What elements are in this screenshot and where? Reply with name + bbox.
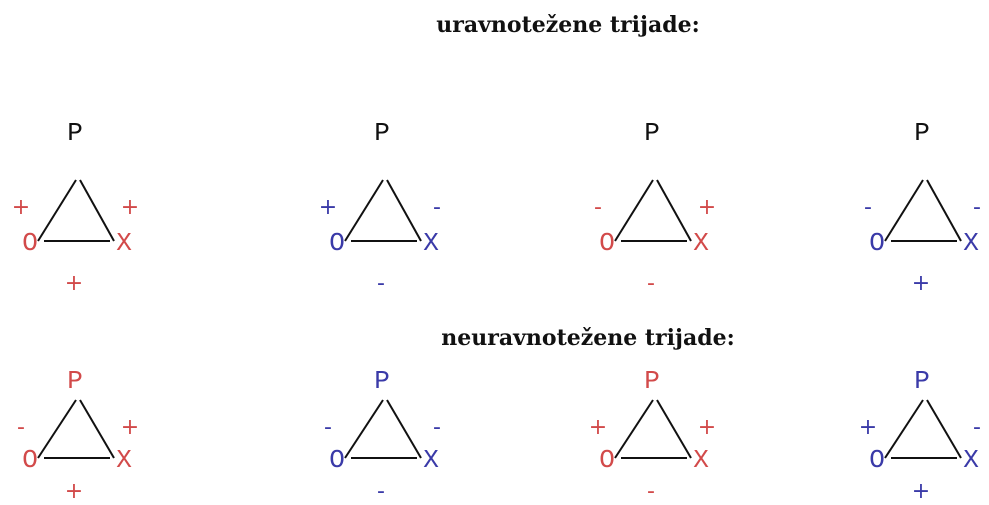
node-x: X	[116, 445, 132, 475]
node-o: O	[329, 445, 345, 475]
node-x: X	[693, 445, 709, 475]
edge-p-o	[614, 179, 654, 242]
node-o: O	[869, 228, 885, 258]
sign-p-o: +	[12, 195, 30, 220]
heading-balanced: uravnotežene trijade:	[436, 12, 699, 38]
sign-o-x: +	[912, 479, 930, 504]
edge-p-x	[79, 179, 115, 242]
node-o: O	[599, 228, 615, 258]
triad-unbalanced-1: P O X - + +	[17, 366, 139, 504]
sign-p-o: -	[864, 195, 872, 220]
sign-p-x: -	[433, 195, 441, 220]
node-x: X	[423, 445, 439, 475]
node-o: O	[22, 228, 38, 258]
node-x: X	[693, 228, 709, 258]
triads-group: P O X + + + P O X + - - P O X - + - P O X - - + P O X - + + P O X - - - P O X +…	[12, 118, 981, 504]
sign-p-o: +	[589, 415, 607, 440]
sign-p-o: +	[859, 415, 877, 440]
edge-p-o	[884, 399, 924, 459]
edge-p-o	[884, 179, 924, 242]
node-p: P	[374, 118, 390, 148]
node-p: P	[914, 366, 930, 396]
node-x: X	[963, 228, 979, 258]
node-o: O	[329, 228, 345, 258]
node-o: O	[869, 445, 885, 475]
edge-p-o	[37, 399, 77, 459]
sign-p-x: +	[698, 195, 716, 220]
edge-p-x	[656, 399, 692, 459]
sign-p-x: -	[973, 195, 981, 220]
edge-p-o	[614, 399, 654, 459]
node-p: P	[67, 118, 83, 148]
sign-p-o: -	[594, 195, 602, 220]
triad-balanced-4: P O X - - +	[864, 118, 981, 296]
edge-p-x	[926, 399, 962, 459]
sign-o-x: +	[65, 271, 83, 296]
edge-p-o	[37, 179, 77, 242]
edge-p-x	[386, 399, 422, 459]
triad-balanced-2: P O X + - -	[319, 118, 441, 296]
sign-o-x: +	[65, 479, 83, 504]
node-x: X	[116, 228, 132, 258]
sign-o-x: +	[912, 271, 930, 296]
node-x: X	[963, 445, 979, 475]
sign-o-x: -	[647, 479, 655, 504]
edge-p-x	[79, 399, 115, 459]
sign-o-x: -	[377, 479, 385, 504]
sign-p-x: +	[698, 415, 716, 440]
heading-unbalanced: neuravnotežene trijade:	[441, 325, 734, 351]
triad-unbalanced-2: P O X - - -	[324, 366, 441, 504]
sign-p-x: -	[433, 415, 441, 440]
edge-p-o	[344, 399, 384, 459]
sign-o-x: -	[377, 271, 385, 296]
edge-p-x	[926, 179, 962, 242]
node-p: P	[374, 366, 390, 396]
sign-p-o: +	[319, 195, 337, 220]
edge-p-x	[386, 179, 422, 242]
sign-p-x: +	[121, 415, 139, 440]
sign-p-x: -	[973, 415, 981, 440]
node-p: P	[914, 118, 930, 148]
triad-unbalanced-4: P O X + - +	[859, 366, 981, 504]
edge-p-x	[656, 179, 692, 242]
sign-p-x: +	[121, 195, 139, 220]
triad-balanced-3: P O X - + -	[594, 118, 716, 296]
edge-p-o	[344, 179, 384, 242]
node-p: P	[67, 366, 83, 396]
sign-o-x: -	[647, 271, 655, 296]
node-o: O	[599, 445, 615, 475]
node-x: X	[423, 228, 439, 258]
triad-balanced-1: P O X + + +	[12, 118, 139, 296]
sign-p-o: -	[324, 415, 332, 440]
node-p: P	[644, 118, 660, 148]
triad-unbalanced-3: P O X + + -	[589, 366, 716, 504]
node-p: P	[644, 366, 660, 396]
sign-p-o: -	[17, 415, 25, 440]
node-o: O	[22, 445, 38, 475]
